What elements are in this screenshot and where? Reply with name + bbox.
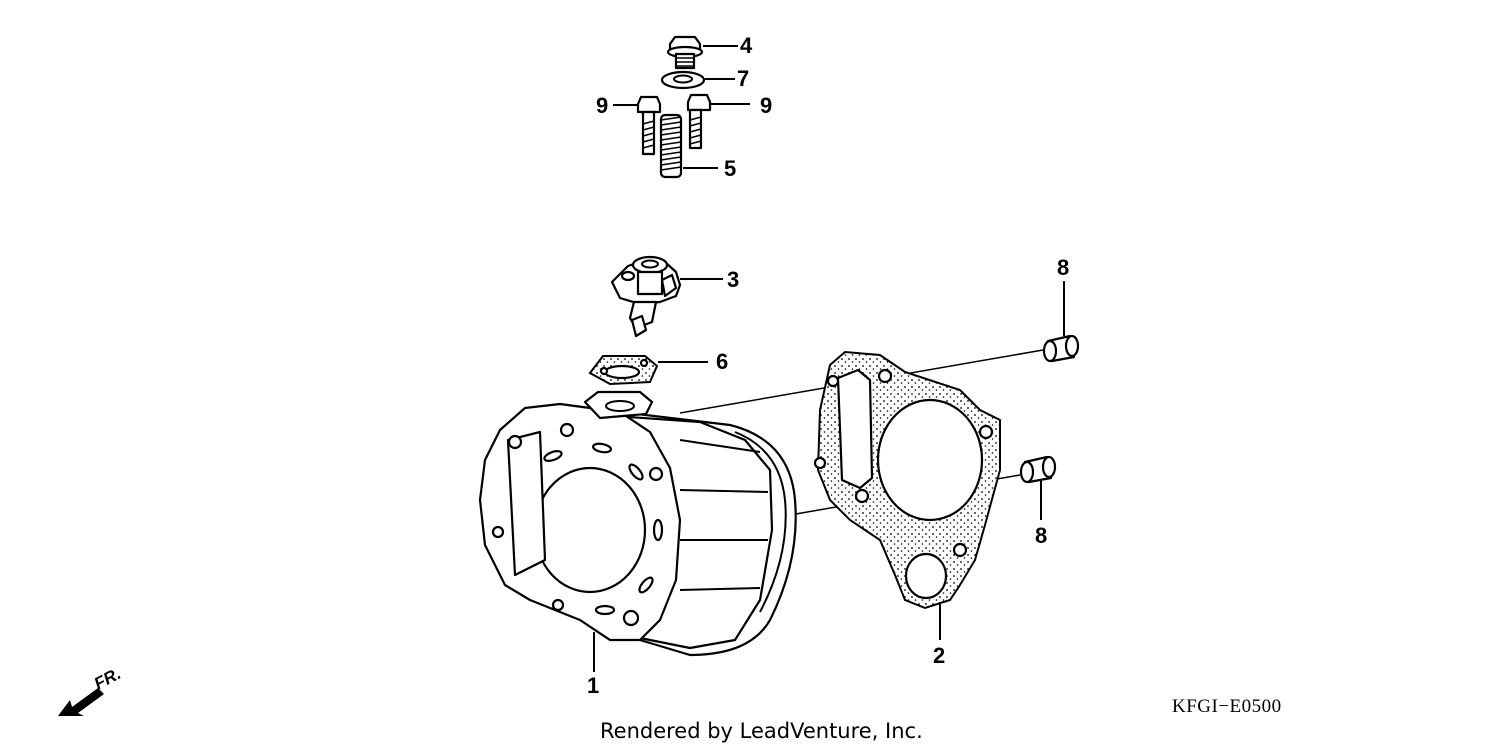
callout-7: 7 (737, 66, 749, 91)
callout-8-lower: 8 (1035, 523, 1047, 548)
part-1-cylinder[interactable] (478, 390, 797, 672)
part-7-washer[interactable] (660, 70, 735, 90)
part-8-dowel-pin-lower[interactable] (1019, 455, 1057, 520)
callout-9-right: 9 (760, 93, 772, 118)
part-2-cylinder-gasket[interactable] (813, 350, 1001, 640)
part-6-lifter-gasket[interactable] (588, 355, 708, 386)
callout-8-upper: 8 (1057, 255, 1069, 280)
front-direction-arrow-icon (58, 688, 104, 716)
callout-9-left: 9 (596, 93, 608, 118)
part-5-spring[interactable] (659, 113, 718, 179)
callout-3: 3 (727, 267, 739, 292)
part-8-dowel-pin-upper[interactable] (1042, 281, 1080, 363)
credit-text: Rendered by LeadVenture, Inc. (600, 719, 923, 743)
callout-6: 6 (716, 349, 728, 374)
callout-2: 2 (933, 643, 945, 668)
part-3-tensioner-lifter[interactable] (610, 255, 723, 338)
callout-1: 1 (587, 673, 599, 698)
front-direction-label: FR. (91, 664, 124, 694)
callout-5: 5 (724, 156, 736, 181)
part-9-bolt-left[interactable] (613, 95, 662, 156)
part-4-flange-bolt[interactable] (666, 35, 738, 70)
part-9-bolt-right[interactable] (686, 93, 750, 150)
callout-4: 4 (740, 33, 753, 58)
diagram-code: KFGI−E0500 (1172, 696, 1282, 717)
